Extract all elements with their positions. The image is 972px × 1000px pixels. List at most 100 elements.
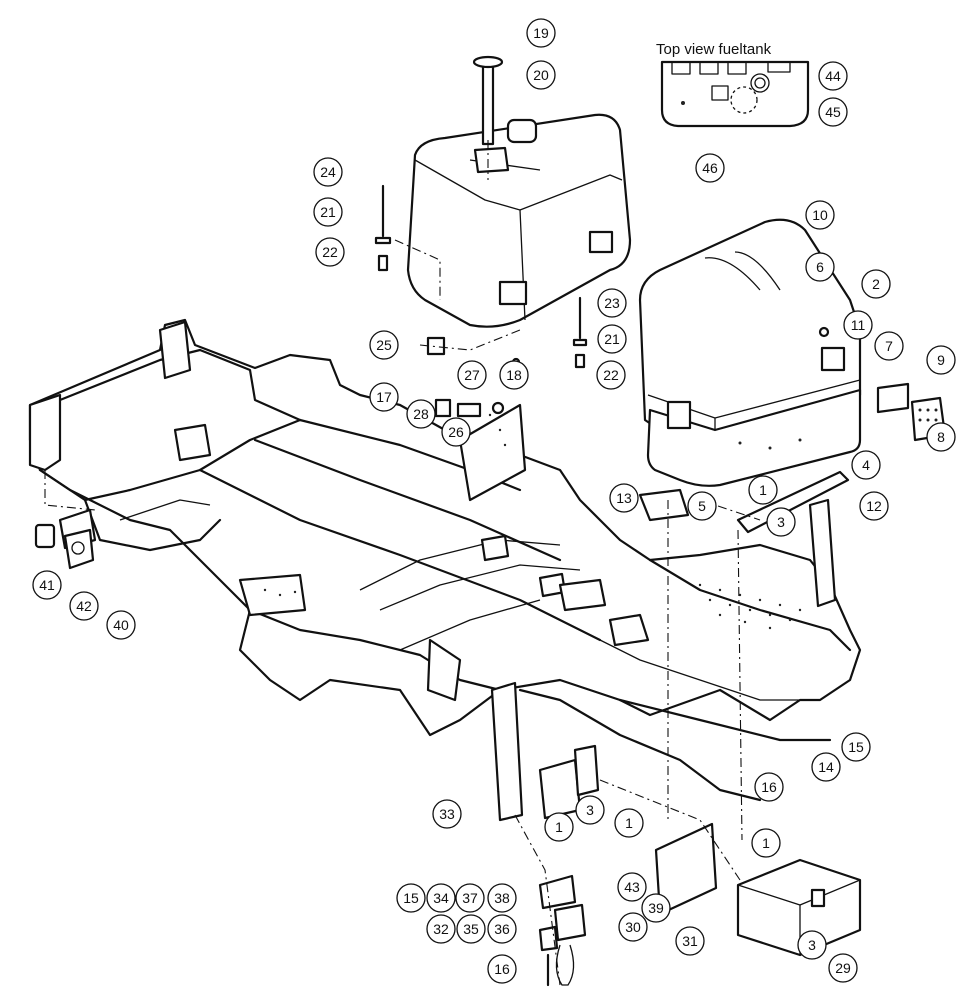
callout-29: 29 [828, 953, 858, 983]
callout-label: 19 [533, 25, 549, 41]
callout-15: 15 [396, 883, 426, 913]
callout-7: 7 [874, 331, 904, 361]
callout-21: 21 [597, 324, 627, 354]
callout-label: 17 [376, 389, 392, 405]
callout-circle [544, 812, 574, 842]
callout-19: 19 [526, 18, 556, 48]
callout-26: 26 [441, 417, 471, 447]
callout-label: 3 [808, 937, 816, 953]
callout-circle [499, 360, 529, 390]
callout-42: 42 [69, 591, 99, 621]
callout-circle [441, 417, 471, 447]
fuel-tank-top-view [660, 60, 810, 128]
callout-23: 23 [597, 288, 627, 318]
callout-5: 5 [687, 491, 717, 521]
assembly-lines [44, 140, 761, 986]
callout-circle [106, 610, 136, 640]
callout-4: 4 [851, 450, 881, 480]
callout-label: 25 [376, 337, 392, 353]
callout-35: 35 [456, 914, 486, 944]
battery-box [654, 822, 862, 957]
callout-16: 16 [754, 772, 784, 802]
callout-41: 41 [32, 570, 62, 600]
callout-3: 3 [575, 795, 605, 825]
callout-21: 21 [313, 197, 343, 227]
callout-label: 45 [825, 104, 841, 120]
callout-10: 10 [805, 200, 835, 230]
callout-14: 14 [811, 752, 841, 782]
callout-circle [456, 914, 486, 944]
callout-39: 39 [641, 893, 671, 923]
callout-label: 4 [862, 457, 870, 473]
callout-16: 16 [487, 954, 517, 984]
callout-22: 22 [596, 360, 626, 390]
callout-8: 8 [926, 422, 956, 452]
callout-label: 36 [494, 921, 510, 937]
callout-34: 34 [426, 883, 456, 913]
callout-circle [369, 382, 399, 412]
callout-label: 23 [604, 295, 620, 311]
callout-3: 3 [766, 507, 796, 537]
chassis-frame [28, 318, 862, 822]
callout-label: 37 [462, 890, 478, 906]
callout-circle [687, 491, 717, 521]
callout-label: 16 [494, 961, 510, 977]
callout-15: 15 [841, 732, 871, 762]
callout-label: 8 [937, 429, 945, 445]
callout-36: 36 [487, 914, 517, 944]
callout-label: 31 [682, 933, 698, 949]
callout-label: 43 [624, 879, 640, 895]
callout-circle [313, 157, 343, 187]
callout-circle [487, 954, 517, 984]
callout-circle [526, 60, 556, 90]
callout-circle [751, 828, 781, 858]
callout-1: 1 [751, 828, 781, 858]
callout-40: 40 [106, 610, 136, 640]
callout-45: 45 [818, 97, 848, 127]
callout-circle [396, 883, 426, 913]
callout-label: 29 [835, 960, 851, 976]
callout-circle [818, 61, 848, 91]
callout-circle [926, 422, 956, 452]
callout-circle [609, 483, 639, 513]
callout-circle [313, 197, 343, 227]
callout-label: 38 [494, 890, 510, 906]
fittings [374, 184, 588, 418]
callout-label: 21 [604, 331, 620, 347]
callout-9: 9 [926, 345, 956, 375]
callout-46: 46 [695, 153, 725, 183]
callout-label: 40 [113, 617, 129, 633]
callout-circle [695, 153, 725, 183]
callout-label: 39 [648, 900, 664, 916]
callout-label: 35 [463, 921, 479, 937]
callout-label: 22 [322, 244, 338, 260]
callout-label: 41 [39, 577, 55, 593]
callout-label: 3 [777, 514, 785, 530]
callout-6: 6 [805, 252, 835, 282]
callout-circle [859, 491, 889, 521]
callout-circle [618, 912, 648, 942]
callout-label: 2 [872, 276, 880, 292]
callout-circle [487, 914, 517, 944]
callout-circle [754, 772, 784, 802]
callout-22: 22 [315, 237, 345, 267]
callout-1: 1 [544, 812, 574, 842]
callout-circle [874, 331, 904, 361]
callout-circle [597, 288, 627, 318]
callout-circle [617, 872, 647, 902]
callout-label: 1 [625, 815, 633, 831]
switch-assembly [538, 874, 587, 987]
callout-1: 1 [748, 475, 778, 505]
callout-31: 31 [675, 926, 705, 956]
brackets [638, 470, 850, 534]
callout-label: 15 [403, 890, 419, 906]
callout-25: 25 [369, 330, 399, 360]
callout-circle [369, 330, 399, 360]
callout-circle [926, 345, 956, 375]
callout-circle [828, 953, 858, 983]
callout-17: 17 [369, 382, 399, 412]
callout-circle [675, 926, 705, 956]
